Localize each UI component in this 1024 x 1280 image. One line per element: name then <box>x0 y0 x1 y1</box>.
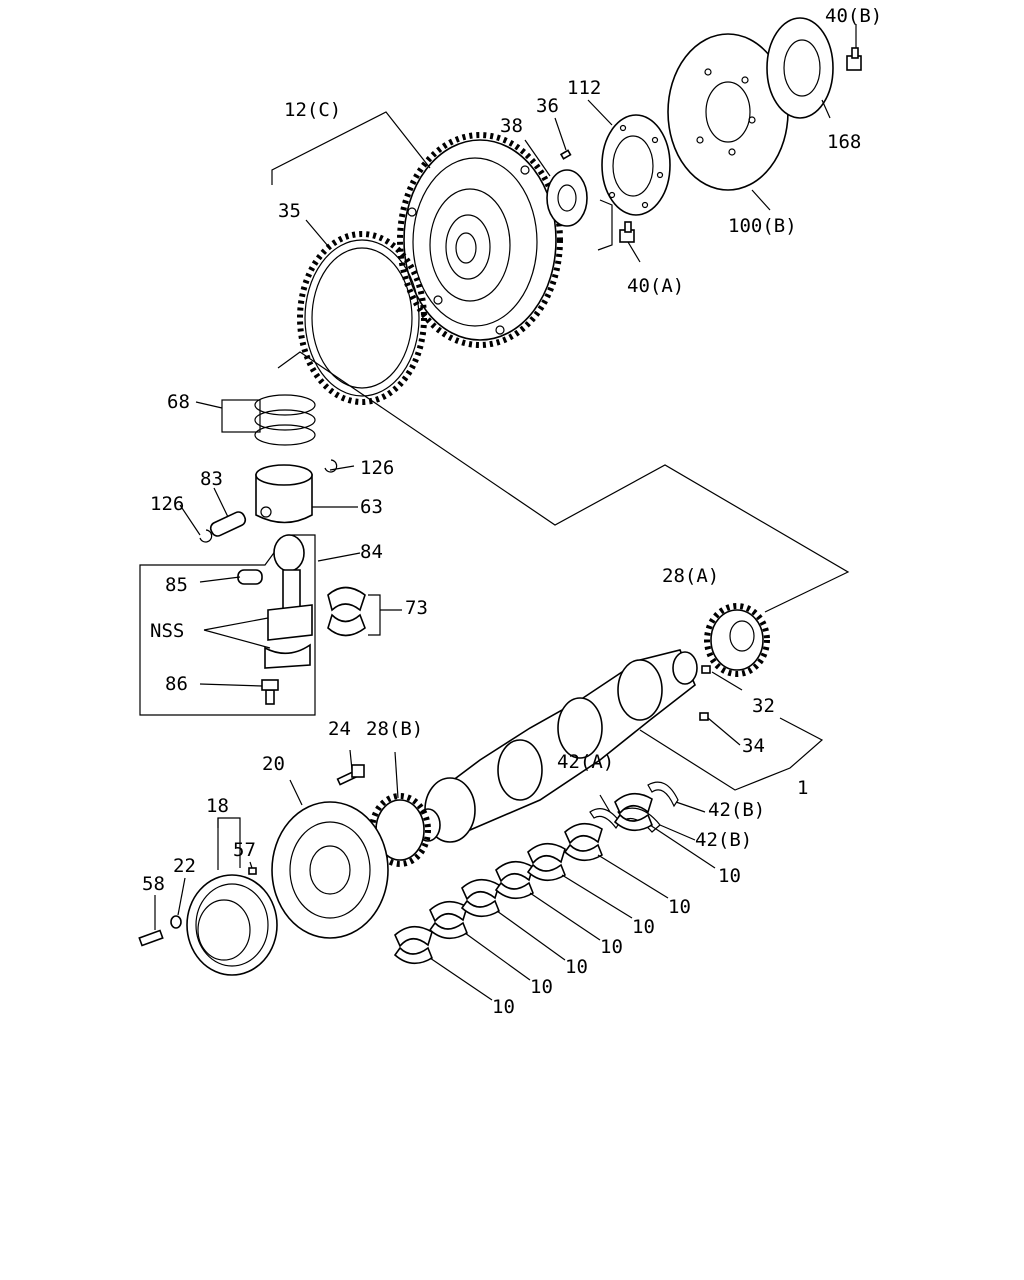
callout-42a: 42(A) <box>557 751 614 773</box>
callout-nss: NSS <box>150 620 184 642</box>
callout-1: 1 <box>797 777 808 799</box>
piston-pin <box>209 511 247 537</box>
callout-73: 73 <box>405 597 428 619</box>
callout-34: 34 <box>742 735 765 757</box>
callout-42b-lower: 42(B) <box>695 829 752 851</box>
callout-10-3: 10 <box>632 916 655 938</box>
callout-28a: 28(A) <box>662 565 719 587</box>
leader-lines <box>154 24 857 1001</box>
callout-86: 86 <box>165 673 188 695</box>
thrust-washer-42b-1 <box>647 781 679 808</box>
callout-35: 35 <box>278 200 301 222</box>
callout-100b: 100(B) <box>728 215 797 237</box>
crankshaft <box>415 649 698 843</box>
conrod-bearing <box>327 586 381 637</box>
piston-rings <box>221 394 316 446</box>
bolt-40b <box>846 47 862 71</box>
callout-10-5: 10 <box>565 956 588 978</box>
crank-pulley <box>271 801 389 939</box>
callout-10-1: 10 <box>718 865 741 887</box>
washer-22 <box>170 915 182 929</box>
callout-40a: 40(A) <box>627 275 684 297</box>
callout-20: 20 <box>262 753 285 775</box>
callout-112: 112 <box>567 77 601 99</box>
flange <box>601 114 671 216</box>
callout-63: 63 <box>360 496 383 518</box>
callout-126-right: 126 <box>360 457 394 479</box>
callout-84: 84 <box>360 541 383 563</box>
callout-68: 68 <box>167 391 190 413</box>
crank-gear-a <box>704 603 770 677</box>
callout-10-4: 10 <box>600 936 623 958</box>
bolt-58 <box>138 929 164 947</box>
ring-gear <box>297 231 427 405</box>
callout-40b: 40(B) <box>825 5 882 27</box>
plug-34 <box>699 712 709 721</box>
callout-38: 38 <box>500 115 523 137</box>
callout-168: 168 <box>827 131 861 153</box>
bolt-24 <box>336 764 365 786</box>
main-bearings <box>393 792 653 965</box>
callout-85: 85 <box>165 574 188 596</box>
callout-42b-upper: 42(B) <box>708 799 765 821</box>
plate <box>546 169 588 227</box>
callout-126-left: 126 <box>150 493 184 515</box>
shim-plate <box>766 17 834 119</box>
callout-labels: 40(B) 112 36 38 12(C) 168 35 100(B) 40(A… <box>142 5 882 1018</box>
connecting-rod-assembly <box>139 534 316 716</box>
flywheel <box>397 132 563 348</box>
callout-18: 18 <box>206 795 229 817</box>
plug-32 <box>701 665 711 674</box>
callout-10-6: 10 <box>530 976 553 998</box>
callout-36: 36 <box>536 95 559 117</box>
callout-58: 58 <box>142 873 165 895</box>
callout-22: 22 <box>173 855 196 877</box>
key-57 <box>248 867 257 875</box>
bolt-40a <box>619 221 635 243</box>
pin <box>559 149 572 160</box>
callout-28b: 28(B) <box>366 718 423 740</box>
piston <box>255 464 313 524</box>
callout-10-7: 10 <box>492 996 515 1018</box>
callout-83: 83 <box>200 468 223 490</box>
callout-12c: 12(C) <box>284 99 341 121</box>
callout-24: 24 <box>328 718 351 740</box>
thrust-washer-42b-2 <box>617 807 661 833</box>
callout-32: 32 <box>752 695 775 717</box>
damper-pulley <box>186 817 278 976</box>
callout-10-2: 10 <box>668 896 691 918</box>
callout-57: 57 <box>233 839 256 861</box>
thrust-washer-42a <box>589 808 621 830</box>
